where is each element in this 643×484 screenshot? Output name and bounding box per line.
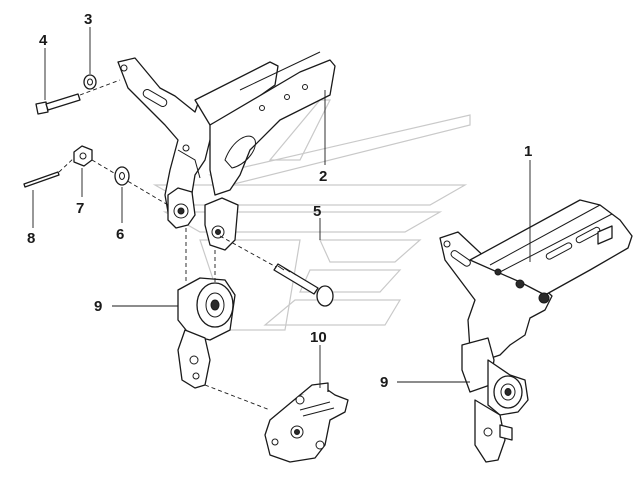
callout-3: 3 — [84, 11, 92, 28]
bracket-10 — [204, 382, 349, 463]
bracket-right — [439, 199, 633, 463]
callout-7: 7 — [76, 200, 84, 217]
callout-labels: 1 2 3 4 5 6 7 8 9 9 10 — [27, 11, 532, 391]
callout-9-left: 9 — [94, 298, 102, 315]
callout-6: 6 — [116, 226, 124, 243]
callout-4: 4 — [39, 32, 48, 49]
callout-9-right: 9 — [380, 374, 388, 391]
leader-lines — [32, 27, 531, 388]
nut-7 — [73, 145, 169, 206]
cotter-pin-8 — [23, 157, 75, 188]
washer-6 — [114, 166, 130, 186]
callout-10: 10 — [310, 329, 327, 346]
callout-2: 2 — [319, 168, 327, 185]
bolt-4 — [35, 79, 121, 115]
bracket-left — [117, 51, 336, 251]
callout-8: 8 — [27, 230, 35, 247]
washer-3 — [83, 74, 97, 90]
callout-1: 1 — [524, 143, 532, 160]
bolt-5 — [219, 235, 334, 307]
callout-5: 5 — [313, 203, 321, 220]
mount-9-left — [177, 228, 236, 389]
